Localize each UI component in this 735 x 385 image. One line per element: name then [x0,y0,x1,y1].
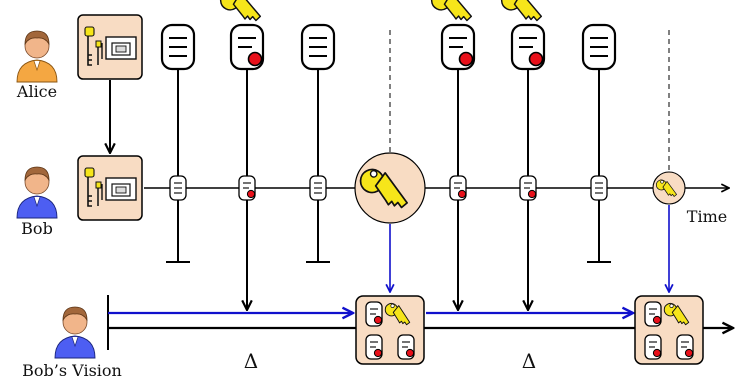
interval-delta-2: Δ [522,349,536,373]
signed-message-4 [427,0,478,310]
alice-contract-box [77,14,143,80]
bob-label: Bob [21,219,53,238]
bundle-icon [635,296,703,364]
bob-contract-box [77,155,143,221]
message-6 [581,23,617,263]
bundle-icon [356,296,424,364]
key-icon [216,0,267,26]
bob-avatar [16,166,58,219]
key-release-large [354,152,426,292]
signed-message-2 [216,0,267,310]
message-1 [160,23,196,263]
signed-message-5 [497,0,548,310]
time-axis-label: Time [687,207,727,226]
alice-label: Alice [16,82,57,101]
interval-delta-1: Δ [244,349,258,373]
key-icon [497,0,548,26]
key-release-small [652,171,686,292]
bob-vision-avatar [54,306,96,359]
bob-vision-label: Bob’s Vision [22,361,122,380]
key-icon [427,0,478,26]
alice-avatar [16,30,58,83]
message-3 [300,23,336,263]
